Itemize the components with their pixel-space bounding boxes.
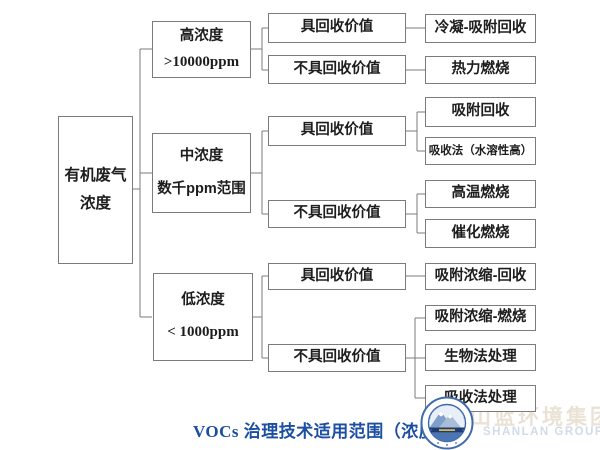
node-label: 有机废气: [64, 166, 127, 184]
node-label: 不具回收价值: [293, 205, 381, 222]
node-root-organic-waste-gas: 有机废气 浓度: [58, 116, 133, 264]
leaf-adsorption-recovery: 吸附回收: [425, 97, 536, 127]
node-branch-low-concentration: 低浓度 < 1000ppm: [153, 273, 253, 361]
watermark-company-en: SHANLAN GROUP: [483, 426, 600, 438]
node-label: 冷凝-吸附回收: [434, 19, 527, 36]
node-label: 吸附浓缩-回收: [434, 267, 527, 284]
node-label: 具回收价值: [300, 122, 374, 139]
node-mid-recoverable: 具回收价值: [268, 116, 406, 146]
node-label: 生物法处理: [444, 348, 517, 365]
node-label: 吸附回收: [451, 103, 510, 120]
node-range-label: < 1000ppm: [167, 324, 239, 341]
node-label: 催化燃烧: [451, 224, 510, 241]
node-high-recoverable: 具回收价值: [268, 13, 406, 43]
leaf-thermal-combustion: 热力燃烧: [425, 56, 536, 84]
leaf-condensation-adsorption-recovery: 冷凝-吸附回收: [425, 14, 536, 43]
node-label: 不具回收价值: [293, 60, 381, 77]
node-low-recoverable: 具回收价值: [268, 263, 406, 290]
leaf-catalytic-combustion: 催化燃烧: [425, 219, 536, 248]
mountain-icon: [420, 396, 474, 450]
node-mid-nonrecoverable: 不具回收价值: [268, 200, 406, 228]
leaf-adsorption-concentration-recovery: 吸附浓缩-回收: [425, 263, 536, 290]
node-label: 不具回收价值: [293, 349, 381, 366]
node-label: 浓度: [79, 195, 111, 212]
node-label: 吸收法（水溶性高）: [428, 144, 533, 157]
leaf-biological-treatment: 生物法处理: [425, 344, 536, 371]
node-branch-medium-concentration: 中浓度 数千ppm范围: [152, 133, 251, 213]
leaf-adsorption-concentration-combustion: 吸附浓缩-燃烧: [425, 305, 536, 331]
node-high-nonrecoverable: 不具回收价值: [268, 55, 406, 84]
node-label: 中浓度: [179, 148, 224, 165]
node-label: 高浓度: [179, 27, 224, 44]
node-range-label: 数千ppm范围: [157, 180, 246, 197]
node-label: 具回收价值: [300, 19, 374, 36]
node-label: 具回收价值: [300, 267, 374, 284]
node-label: 高温燃烧: [451, 185, 510, 202]
leaf-high-temp-combustion: 高温燃烧: [425, 180, 536, 208]
node-range-label: >10000ppm: [163, 53, 240, 70]
node-branch-high-concentration: 高浓度 >10000ppm: [152, 21, 251, 78]
leaf-absorption-high-solubility: 吸收法（水溶性高）: [425, 137, 536, 165]
node-label: 吸附浓缩-燃烧: [434, 309, 527, 326]
node-label: 热力燃烧: [451, 61, 510, 78]
node-label: 低浓度: [181, 292, 225, 309]
shanlan-logo-badge: [420, 396, 474, 450]
diagram-title: VOCs 治理技术适用范围（浓度）: [193, 422, 454, 441]
node-low-nonrecoverable: 不具回收价值: [268, 344, 406, 372]
